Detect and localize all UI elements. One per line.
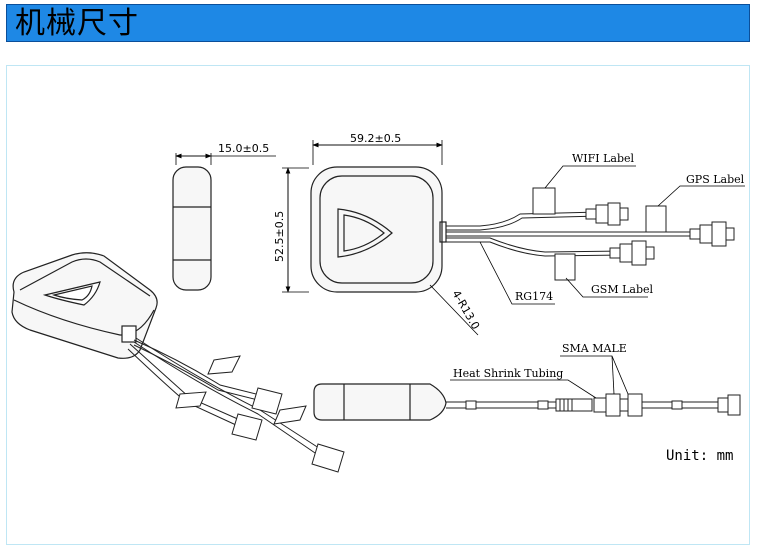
top-view-cables	[446, 211, 712, 257]
gps-label-text: GPS Label	[686, 173, 745, 186]
sma-male-label-text: SMA MALE	[562, 342, 627, 355]
height-dimension-text: 52.5±0.5	[273, 211, 286, 262]
drawing-frame	[6, 65, 750, 545]
gps-connector	[689, 221, 735, 247]
wifi-label-text: WIFI Label	[572, 152, 635, 165]
radius-leader	[429, 284, 479, 336]
lower-cable	[446, 398, 593, 412]
cable-label-text: RG174	[515, 290, 553, 303]
isometric-cables	[127, 337, 323, 456]
thickness-dimension	[175, 153, 276, 165]
height-dimension	[282, 167, 309, 293]
page-title: 机械尺寸	[15, 6, 139, 41]
header-bar: 机械尺寸	[6, 4, 750, 42]
wifi-label-flag	[532, 187, 556, 215]
isometric-flags	[175, 355, 307, 425]
label-leaders	[479, 165, 745, 305]
heat-shrink-tubing	[555, 398, 593, 412]
lower-side-view	[313, 383, 447, 421]
wifi-connector	[585, 202, 629, 226]
side-view	[172, 166, 212, 291]
thickness-dimension-text: 15.0±0.5	[218, 142, 269, 155]
heat-shrink-label-text: Heat Shrink Tubing	[453, 367, 563, 380]
width-dimension	[312, 140, 443, 165]
lower-leaders	[450, 355, 629, 399]
top-view-antenna	[310, 166, 447, 293]
isometric-connectors	[231, 387, 345, 473]
label-flags	[532, 187, 667, 281]
gsm-label-text: GSM Label	[591, 283, 653, 296]
width-dimension-text: 59.2±0.5	[350, 132, 401, 145]
gsm-label-flag	[554, 253, 576, 281]
isometric-antenna	[11, 252, 158, 359]
lower-connectors	[593, 393, 741, 417]
unit-text: Unit: mm	[666, 448, 733, 464]
gps-label-flag	[645, 205, 667, 233]
gsm-connector	[609, 240, 655, 266]
